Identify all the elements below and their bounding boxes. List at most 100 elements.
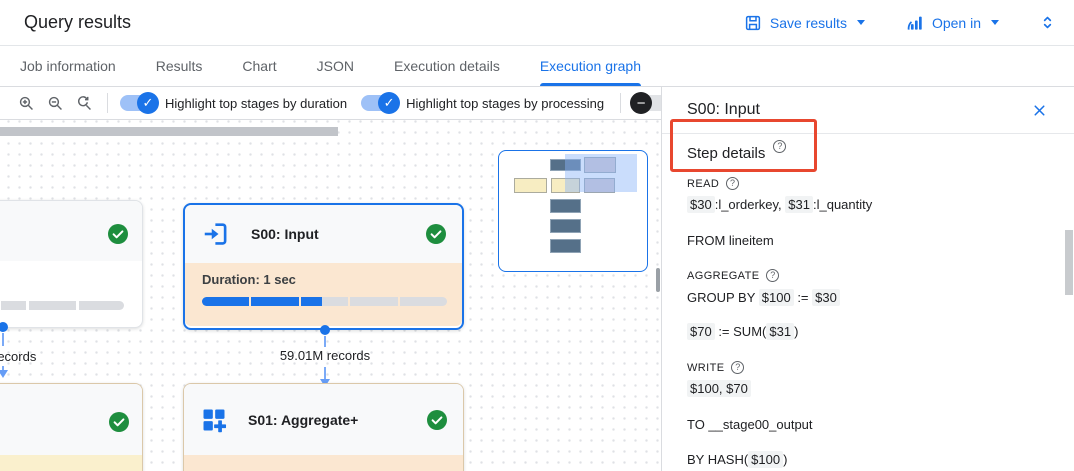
header-actions: Save results Open in — [744, 13, 1056, 32]
edge-line — [2, 366, 4, 370]
toggle-processing-label: Highlight top stages by processing — [406, 95, 605, 111]
stage-card-partial-bottom[interactable] — [0, 383, 143, 471]
page-title: Query results — [24, 12, 132, 32]
save-results-label: Save results — [769, 14, 847, 31]
panel-header: S00: Input — [662, 87, 1074, 134]
read-values: $30:l_orderkey, $31:l_quantity — [687, 196, 1074, 213]
tab-execution-details[interactable]: Execution details — [393, 58, 500, 74]
minimap-stage-rect — [550, 199, 581, 213]
stage-card-s00[interactable]: S00: Input Duration: 1 sec — [183, 203, 464, 330]
help-icon[interactable] — [773, 140, 787, 153]
help-icon[interactable] — [726, 177, 740, 190]
edge-connector-dot — [0, 322, 8, 332]
minimap-stage-rect — [550, 239, 581, 253]
graph-vertical-scrollbar[interactable] — [656, 268, 660, 292]
execution-graph-canvas[interactable]: S00: Input Duration: 1 sec 59.01M record… — [0, 120, 661, 471]
zoom-out-icon[interactable] — [47, 95, 64, 112]
help-icon[interactable] — [731, 361, 745, 374]
stage-duration-section — [184, 455, 463, 471]
stage-title: S00: Input — [251, 226, 319, 242]
check-circle-icon — [426, 224, 446, 244]
stage-card-header: S01: Aggregate+ — [184, 384, 463, 455]
edge-connector-dot — [320, 325, 330, 335]
graph-minimap[interactable] — [498, 150, 648, 272]
help-icon[interactable] — [766, 269, 780, 282]
panel-vertical-scrollbar[interactable] — [1065, 230, 1073, 295]
edge-line — [324, 336, 326, 347]
close-icon[interactable] — [1031, 102, 1048, 119]
save-results-button[interactable]: Save results — [744, 14, 865, 32]
caret-down-icon — [991, 20, 999, 25]
open-in-button[interactable]: Open in — [905, 13, 999, 32]
by-hash-line: BY HASH($100) — [687, 451, 788, 468]
read-section-label: READ — [687, 177, 1074, 190]
edge-records-label: 59.01M records — [279, 348, 371, 363]
panel-title: S00: Input — [687, 101, 760, 118]
minimap-stage-rect — [584, 178, 615, 193]
caret-down-icon — [856, 20, 865, 25]
edge-line — [2, 333, 4, 346]
check-circle-icon — [109, 412, 129, 432]
zoom-reset-icon[interactable] — [76, 95, 93, 112]
edge-records-label-partial: records — [0, 349, 37, 364]
check-circle-icon — [108, 224, 128, 244]
stage-duration-label: Duration: 1 sec — [202, 272, 296, 287]
duration-bar-segment — [202, 297, 250, 306]
tab-job-information[interactable]: Job information — [20, 58, 116, 74]
sum-line: $70 := SUM($31) — [687, 323, 1074, 340]
minimap-viewport[interactable] — [565, 154, 637, 192]
unfold-icon[interactable] — [1039, 14, 1056, 31]
step-details-heading: Step details — [687, 140, 1074, 163]
minimap-stage-rect — [584, 157, 616, 173]
analytics-icon — [907, 16, 922, 30]
zoom-in-icon[interactable] — [18, 95, 35, 112]
duration-bar-segment — [1, 301, 26, 310]
to-line: TO __stage00_output — [687, 417, 813, 432]
aggregate-section-label: AGGREGATE — [687, 269, 1074, 282]
edge-line — [324, 367, 326, 379]
minimap-stage-rect — [551, 178, 580, 193]
duration-bar-segment — [251, 297, 299, 306]
toolbar-divider — [620, 93, 622, 113]
tab-bar: Job information Results Chart JSON Execu… — [0, 46, 1074, 87]
duration-bar-segment — [350, 297, 398, 306]
minimap-stage-rect — [550, 159, 581, 171]
duration-bar-segment — [399, 297, 448, 306]
toggle-highlight-processing[interactable] — [361, 92, 401, 114]
toggle-knob-check-icon — [378, 92, 401, 114]
tab-results[interactable]: Results — [155, 58, 203, 74]
step-details-panel: S00: Input Step details READ $30:l_order… — [661, 87, 1074, 471]
write-values: $100, $70 — [687, 380, 1074, 397]
duration-bar-segment — [29, 301, 76, 310]
aggregate-stage-icon — [203, 409, 227, 432]
horizontal-scrollbar[interactable] — [0, 127, 338, 136]
stage-card-partial-top[interactable] — [0, 200, 143, 328]
toggle-highlight-duration[interactable] — [120, 92, 159, 114]
toggle-duration-label: Highlight top stages by duration — [165, 95, 348, 111]
input-stage-icon — [204, 223, 227, 245]
stage-duration-section: Duration: 1 sec — [185, 263, 462, 326]
stage-title: S01: Aggregate+ — [248, 411, 359, 428]
tab-execution-graph[interactable]: Execution graph — [539, 46, 642, 86]
duration-bar — [1, 301, 127, 310]
stage-duration-section — [0, 455, 142, 471]
check-circle-icon — [427, 409, 447, 430]
graph-toolbar: Highlight top stages by duration Highlig… — [0, 87, 661, 120]
duration-bar — [202, 297, 448, 306]
group-by-line: GROUP BY $100 := $30 — [687, 289, 1074, 306]
panel-body: Step details READ $30:l_orderkey, $31:l_… — [662, 140, 1074, 468]
tab-json[interactable]: JSON — [316, 58, 354, 74]
stage-card-s01[interactable]: S01: Aggregate+ — [183, 383, 464, 471]
step-details-label: Step details — [687, 145, 766, 162]
header: Query results Save results Open in — [0, 0, 1074, 46]
from-line: FROM lineitem — [687, 233, 774, 248]
toggle-knob-check-icon — [137, 92, 159, 114]
toggle-dark-off[interactable] — [630, 92, 661, 114]
save-icon — [745, 15, 761, 30]
minimap-stage-rect — [550, 219, 581, 233]
toolbar-divider — [107, 93, 108, 113]
duration-bar-segment — [79, 301, 124, 310]
minimap-stage-rect — [514, 178, 547, 193]
tab-chart[interactable]: Chart — [242, 58, 277, 74]
